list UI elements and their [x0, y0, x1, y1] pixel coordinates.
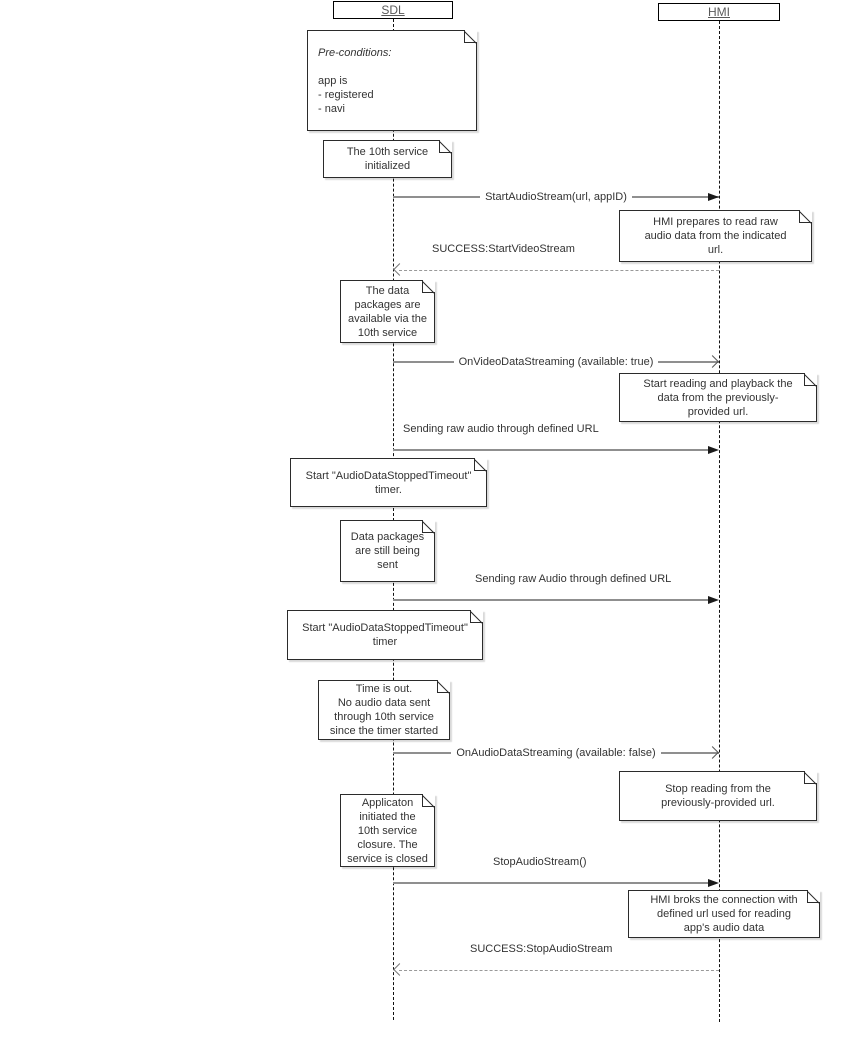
actor-hmi: HMI — [658, 3, 780, 21]
message-start-audio-stream: StartAudioStream(url, appID) — [393, 188, 719, 206]
message-stop-audio-stream — [393, 874, 719, 892]
message-sending-raw-audio-2 — [393, 591, 719, 609]
message-line — [399, 270, 719, 271]
message-success-stop-audio-stream — [393, 961, 719, 979]
note-hmi-prepares: HMI prepares to read raw audio data from… — [619, 210, 812, 262]
message-label: OnAudioDataStreaming (available: false) — [456, 747, 656, 759]
note-hmi-breaks-connection: HMI broks the connection with defined ur… — [628, 890, 820, 938]
note-text: Stop reading from the previously-provide… — [661, 783, 775, 809]
note-text: Applicaton initiated the 10th service cl… — [347, 796, 428, 865]
message-on-video-data-streaming: OnVideoDataStreaming (available: true) — [393, 353, 720, 371]
message-line — [393, 361, 454, 363]
note-start-reading: Start reading and playback the data from… — [619, 373, 817, 422]
message-line — [393, 752, 452, 754]
note-time-is-out: Time is out. No audio data sent through … — [318, 680, 450, 740]
message-line — [631, 196, 719, 198]
message-label: OnVideoDataStreaming (available: true) — [458, 356, 654, 368]
message-line — [658, 361, 720, 363]
message-line — [393, 882, 715, 884]
note-text: Start reading and playback the data from… — [643, 377, 793, 418]
message-label: Sending raw audio through defined URL — [403, 423, 599, 435]
note-packages-still-sent: Data packages are still being sent — [340, 520, 435, 582]
note-preconditions: Pre-conditions: app is - registered - na… — [307, 30, 477, 131]
note-text: Time is out. No audio data sent through … — [329, 683, 439, 737]
note-stop-reading: Stop reading from the previously-provide… — [619, 771, 817, 821]
message-label: SUCCESS:StartVideoStream — [432, 243, 575, 255]
message-label: StartAudioStream(url, appID) — [485, 191, 627, 203]
message-label: Sending raw Audio through defined URL — [475, 573, 672, 585]
message-line — [660, 752, 720, 754]
note-start-timer-first: Start "AudioDataStoppedTimeout" timer. — [290, 458, 487, 507]
message-line — [393, 449, 715, 451]
filled-arrowhead-icon — [708, 595, 719, 604]
note-text: HMI broks the connection with defined ur… — [650, 894, 798, 934]
filled-arrowhead-icon — [708, 878, 719, 887]
filled-arrowhead-icon — [708, 445, 719, 454]
message-sending-raw-audio-1 — [393, 441, 719, 459]
note-start-timer-second: Start "AudioDataStoppedTimeout" timer — [287, 610, 483, 660]
open-arrowhead-icon — [393, 963, 406, 976]
note-app-closure: Applicaton initiated the 10th service cl… — [340, 794, 435, 867]
message-success-start-video-stream — [393, 261, 719, 279]
note-text: The 10th service initialized — [346, 146, 429, 172]
message-line — [393, 599, 715, 601]
message-line — [399, 970, 719, 971]
note-text: Start "AudioDataStoppedTimeout" timer. — [305, 469, 472, 496]
note-text: The data packages are available via the … — [348, 284, 427, 339]
filled-arrowhead-icon — [708, 192, 719, 201]
actor-sdl: SDL — [333, 1, 453, 19]
hmi-lifeline — [719, 21, 720, 1022]
note-text: Start "AudioDataStoppedTimeout" timer — [302, 622, 468, 648]
note-text: Pre-conditions: app is - registered - na… — [308, 32, 476, 130]
actor-label: SDL — [381, 3, 405, 17]
note-body: app is - registered - navi — [318, 74, 374, 115]
message-on-audio-data-streaming: OnAudioDataStreaming (available: false) — [393, 744, 720, 762]
open-arrowhead-icon — [393, 263, 406, 276]
note-data-packages-available: The data packages are available via the … — [340, 280, 435, 343]
message-label: SUCCESS:StopAudioStream — [470, 943, 613, 955]
note-title: Pre-conditions: — [318, 46, 392, 59]
message-line — [393, 196, 481, 198]
note-text: Data packages are still being sent — [350, 531, 425, 571]
note-service-initialized: The 10th service initialized — [323, 140, 452, 178]
message-label: StopAudioStream() — [493, 856, 587, 868]
actor-label: HMI — [708, 5, 730, 19]
note-text: HMI prepares to read raw audio data from… — [644, 216, 787, 256]
